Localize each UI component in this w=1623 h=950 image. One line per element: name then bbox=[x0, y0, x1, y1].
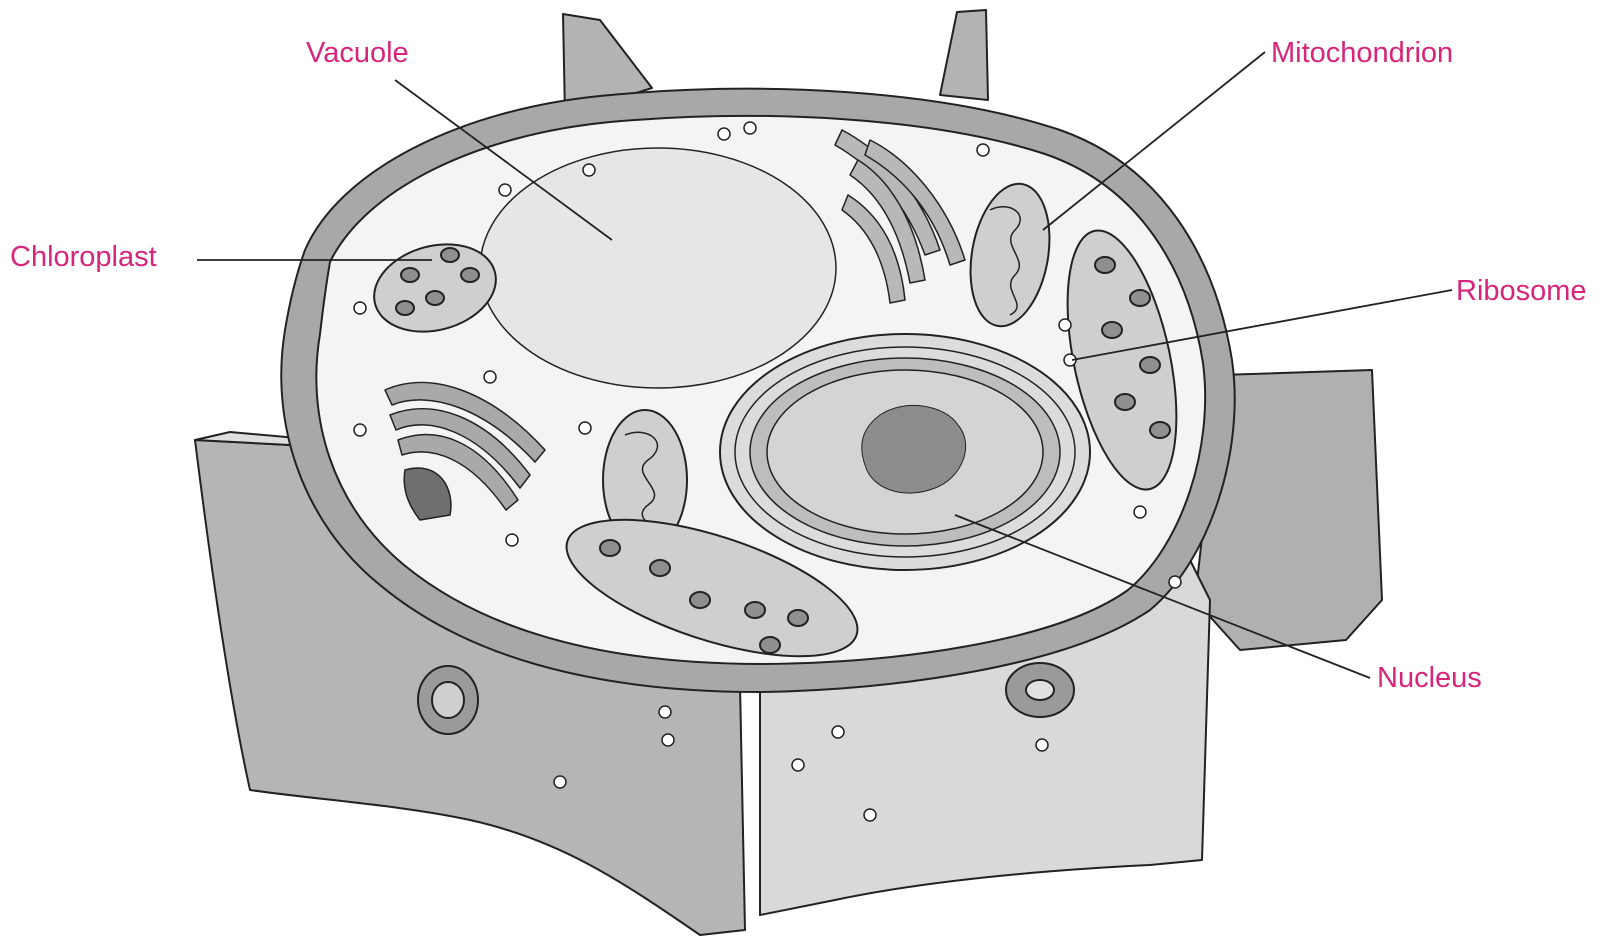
nucleus-label: Nucleus bbox=[1377, 661, 1482, 695]
nucleus bbox=[720, 334, 1090, 570]
chloroplast-label: Chloroplast bbox=[10, 240, 157, 274]
vacuole bbox=[480, 148, 836, 388]
mitochondrion-label: Mitochondrion bbox=[1271, 36, 1453, 70]
plasmodesma-right bbox=[1006, 663, 1074, 717]
ribosome-label: Ribosome bbox=[1456, 274, 1587, 308]
plasmodesma-left bbox=[418, 666, 478, 734]
vacuole-label: Vacuole bbox=[306, 36, 409, 70]
cell-wall-flap-top-right bbox=[940, 10, 988, 100]
